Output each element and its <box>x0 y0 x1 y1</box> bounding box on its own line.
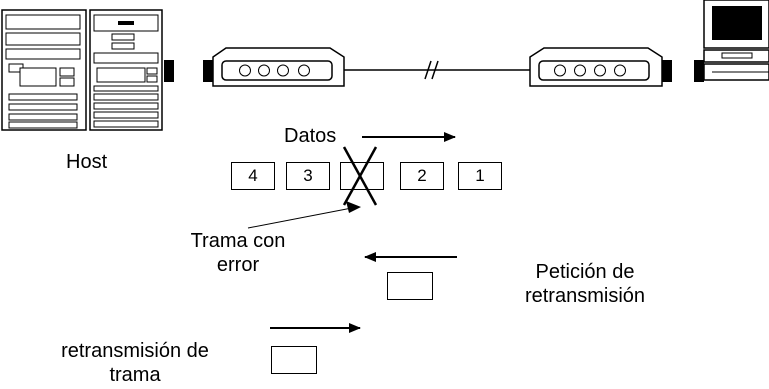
error-frame-label: Trama con error <box>168 229 308 277</box>
error-pointer-arrowhead <box>346 201 361 213</box>
retransmission-request-label-line: Petición de <box>535 261 635 283</box>
retransmission-request-label: Petición de retransmisión <box>505 260 665 308</box>
retransmission-request-label-line: retransmisión <box>524 285 646 307</box>
terminal-computer-icon <box>694 0 769 82</box>
error-frame-label-line: Trama con <box>190 230 286 252</box>
modem-led <box>594 64 606 77</box>
error-frame-label-line: error <box>216 254 260 276</box>
modem-led <box>258 64 270 77</box>
data-frame: 4 <box>231 162 275 190</box>
modem-led <box>277 64 289 77</box>
line-break-mark <box>424 60 439 80</box>
error-pointer-line <box>247 206 358 229</box>
modem-led <box>574 64 586 77</box>
retransmitted-frame <box>271 346 317 374</box>
modem-led <box>298 64 310 77</box>
frame-retransmission-label: retransmisión de trama <box>45 339 225 387</box>
modem-led <box>614 64 626 77</box>
data-frame: 1 <box>458 162 502 190</box>
errored-data-frame <box>340 162 384 190</box>
frame-retransmission-label-line: retransmisión de <box>61 340 209 362</box>
frame-error-cross <box>342 146 378 206</box>
host-label: Host <box>66 151 108 173</box>
modem-led <box>239 64 251 77</box>
modem-led <box>554 64 566 77</box>
data-label: Datos <box>284 125 337 147</box>
host-computer-icon <box>1 9 174 131</box>
data-frame: 2 <box>400 162 444 190</box>
retransmission-request-frame <box>387 272 433 300</box>
left-modem-icon <box>203 47 345 87</box>
frame-retransmission-label-line: trama <box>109 364 161 386</box>
data-frame: 3 <box>286 162 330 190</box>
right-modem-icon <box>529 47 672 87</box>
